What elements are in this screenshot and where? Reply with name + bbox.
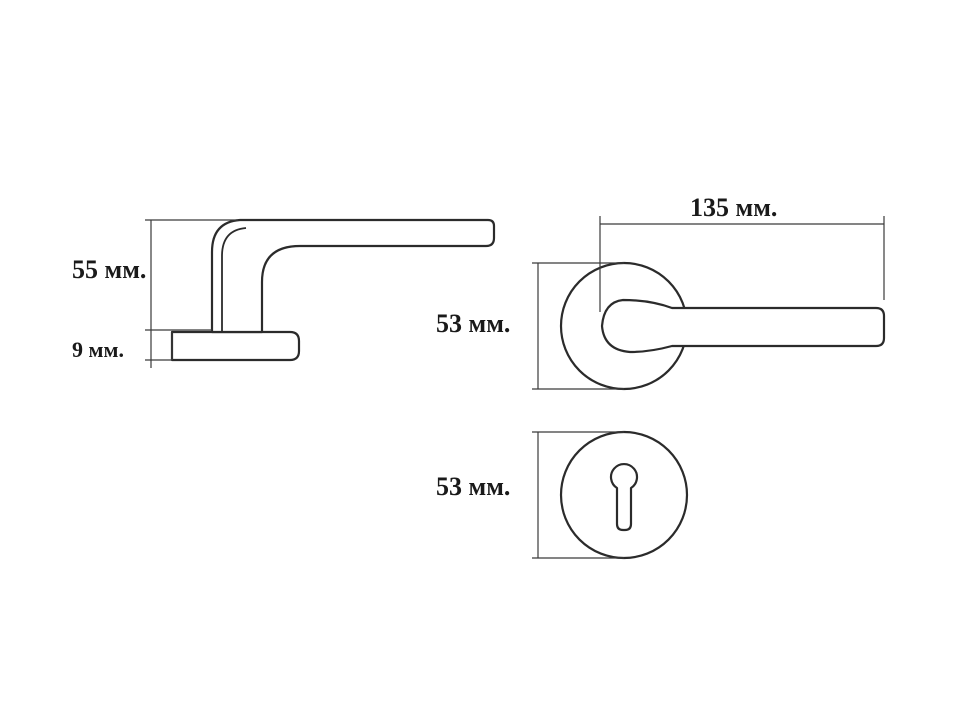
handle-side-view: 55 мм. 9 мм. — [72, 218, 496, 368]
label-rose-thickness: 9 мм. — [72, 337, 124, 362]
label-side-height: 55 мм. — [72, 255, 146, 284]
side-rose-plate — [170, 330, 301, 362]
label-handle-length: 135 мм. — [690, 193, 777, 222]
side-lever-profile — [210, 218, 496, 334]
escutcheon-front-view: 53 мм. — [436, 430, 689, 560]
handle-front-view: 135 мм. 53 мм. — [436, 193, 886, 391]
label-rose-diameter: 53 мм. — [436, 309, 510, 338]
side-lever-edge — [221, 227, 247, 332]
keyhole-icon — [609, 463, 639, 532]
front-lever-arm — [600, 298, 886, 354]
label-escutcheon-diameter: 53 мм. — [436, 472, 510, 501]
